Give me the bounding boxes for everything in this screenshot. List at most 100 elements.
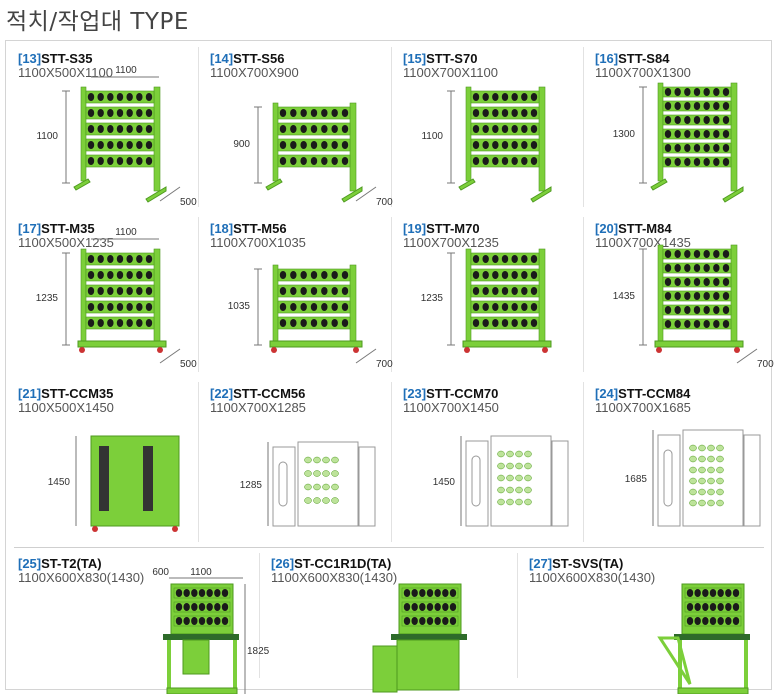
holder-hole [703,144,710,152]
product-image[interactable]: 1285 [198,376,390,546]
holder-hole [107,109,114,117]
side-table [657,636,692,685]
holder-hole [732,589,740,597]
holder-hole [501,125,509,133]
product-image[interactable]: 1450 [6,376,198,546]
holder-hole [279,141,287,149]
holder-hole [684,250,691,258]
product-model[interactable]: STT-M84 [618,221,672,236]
product-model[interactable]: STT-S70 [426,51,478,66]
product-image[interactable]: 1300 [583,41,775,211]
holder-hole [664,102,672,110]
product-model[interactable]: ST-T2(TA) [41,556,102,571]
holder-hole [524,462,532,470]
holder-hole [713,292,720,300]
holder-hole [304,483,312,491]
product-model[interactable]: ST-SVS(TA) [552,556,624,571]
holder-hole [290,303,297,311]
holder-hole [472,109,480,117]
product-card[interactable]: [27]ST-SVS(TA)1100X600X830(1430) [517,546,773,694]
holder-hole [497,462,505,470]
holder-hole [674,158,681,166]
holder-hole [684,130,691,138]
holder-hole [304,497,312,504]
product-model[interactable]: STT-S84 [618,51,670,66]
product-image[interactable]: 1685 [583,376,775,546]
product-model[interactable]: STT-M35 [41,221,95,236]
product-model[interactable]: STT-CCM84 [618,386,691,401]
product-image[interactable] [259,546,517,693]
holder-hole [497,450,505,458]
holder-hole [515,474,523,482]
rack-foot [73,178,91,191]
holder-hole [107,93,114,101]
holder-hole [300,303,307,311]
holder-hole [693,158,701,166]
holder-hole [698,499,706,507]
product-model[interactable]: STT-S35 [41,51,93,66]
dimension-label: 1100 [421,131,443,142]
product-model[interactable]: STT-M70 [426,221,480,236]
product-image[interactable]: 1235 [391,211,583,376]
rack-base [654,340,744,348]
holder-hole [492,109,499,117]
product-card[interactable]: [26]ST-CC1R1D(TA)1100X600X830(1430) [259,546,517,693]
dimension-label: 700 [376,359,393,370]
product-model[interactable]: STT-CCM70 [426,386,499,401]
product-model[interactable]: ST-CC1R1D(TA) [294,556,392,571]
holder-hole [97,271,104,279]
holder-hole [698,466,706,474]
holder-hole [442,589,449,597]
bottom-shelf [677,687,749,694]
holder-hole [664,144,672,152]
product-header: [25]ST-T2(TA)1100X600X830(1430) [18,556,144,585]
rack-post [730,244,738,344]
product-model[interactable]: STT-S56 [233,51,285,66]
caster-wheel [656,347,662,353]
product-model[interactable]: STT-CCM56 [233,386,306,401]
holder-hole [411,603,418,611]
product-image[interactable]: 1100 [391,41,583,211]
product-image[interactable]: 1450 [391,376,583,546]
holder-hole [331,303,338,311]
product-model[interactable]: STT-CCM35 [41,386,114,401]
holder-hole [703,116,710,124]
holder-hole [674,292,681,300]
product-model[interactable]: STT-M56 [233,221,287,236]
holder-hole [689,444,697,452]
holder-hole [664,264,672,272]
product-image[interactable] [517,546,773,694]
holder-hole [175,589,183,597]
holder-hole [341,157,349,165]
rack-base [462,340,552,348]
holder-hole [87,255,95,263]
rack-post [349,264,357,344]
holder-hole [331,287,338,295]
caster-wheel [92,526,98,532]
holder-hole [689,499,697,507]
holder-hole [300,157,307,165]
holder-hole [136,287,143,295]
